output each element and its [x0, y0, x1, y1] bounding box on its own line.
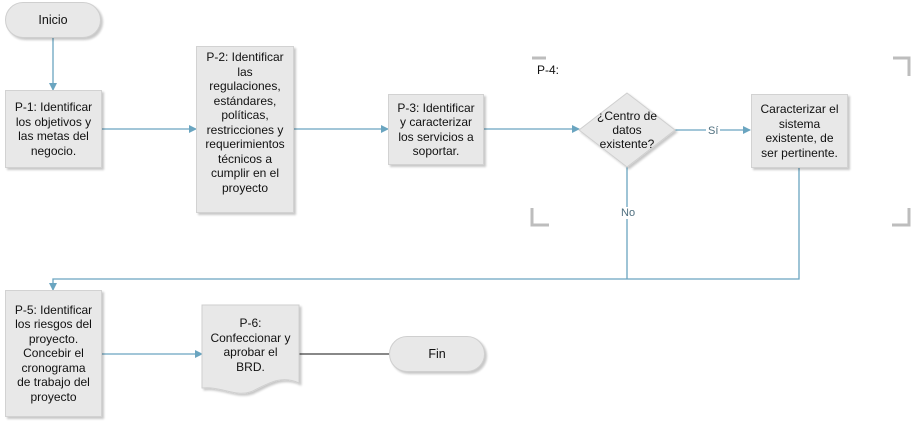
group-label: P-4: [537, 63, 560, 77]
step-p5: P-5: Identificar los riesgos del proyect… [5, 290, 102, 417]
decision-text: ¿Centro de datos existente? [596, 109, 658, 151]
step-p1: P-1: Identificar los objetivos y las met… [5, 90, 102, 168]
group-bracket [530, 56, 911, 227]
step-p4-characterize: Caracterizar el sistema existente, de se… [751, 94, 848, 168]
connector-p4b-p5 [49, 168, 800, 291]
end-label: Fin [428, 347, 446, 361]
step-p3: P-3: Identificar y caracterizar los serv… [388, 94, 484, 165]
start-terminal: Inicio [5, 2, 101, 38]
step-p2: P-2: Identificar las regulaciones, están… [196, 46, 294, 213]
no-label: No [619, 207, 638, 219]
p6-document-shape [201, 304, 300, 394]
step-p6: P-6: Confeccionar y aprobar el BRD. [210, 316, 291, 374]
yes-label: Sí [706, 125, 721, 137]
start-label: Inicio [38, 13, 68, 27]
end-terminal: Fin [389, 336, 485, 372]
decision-diamond [578, 92, 676, 168]
